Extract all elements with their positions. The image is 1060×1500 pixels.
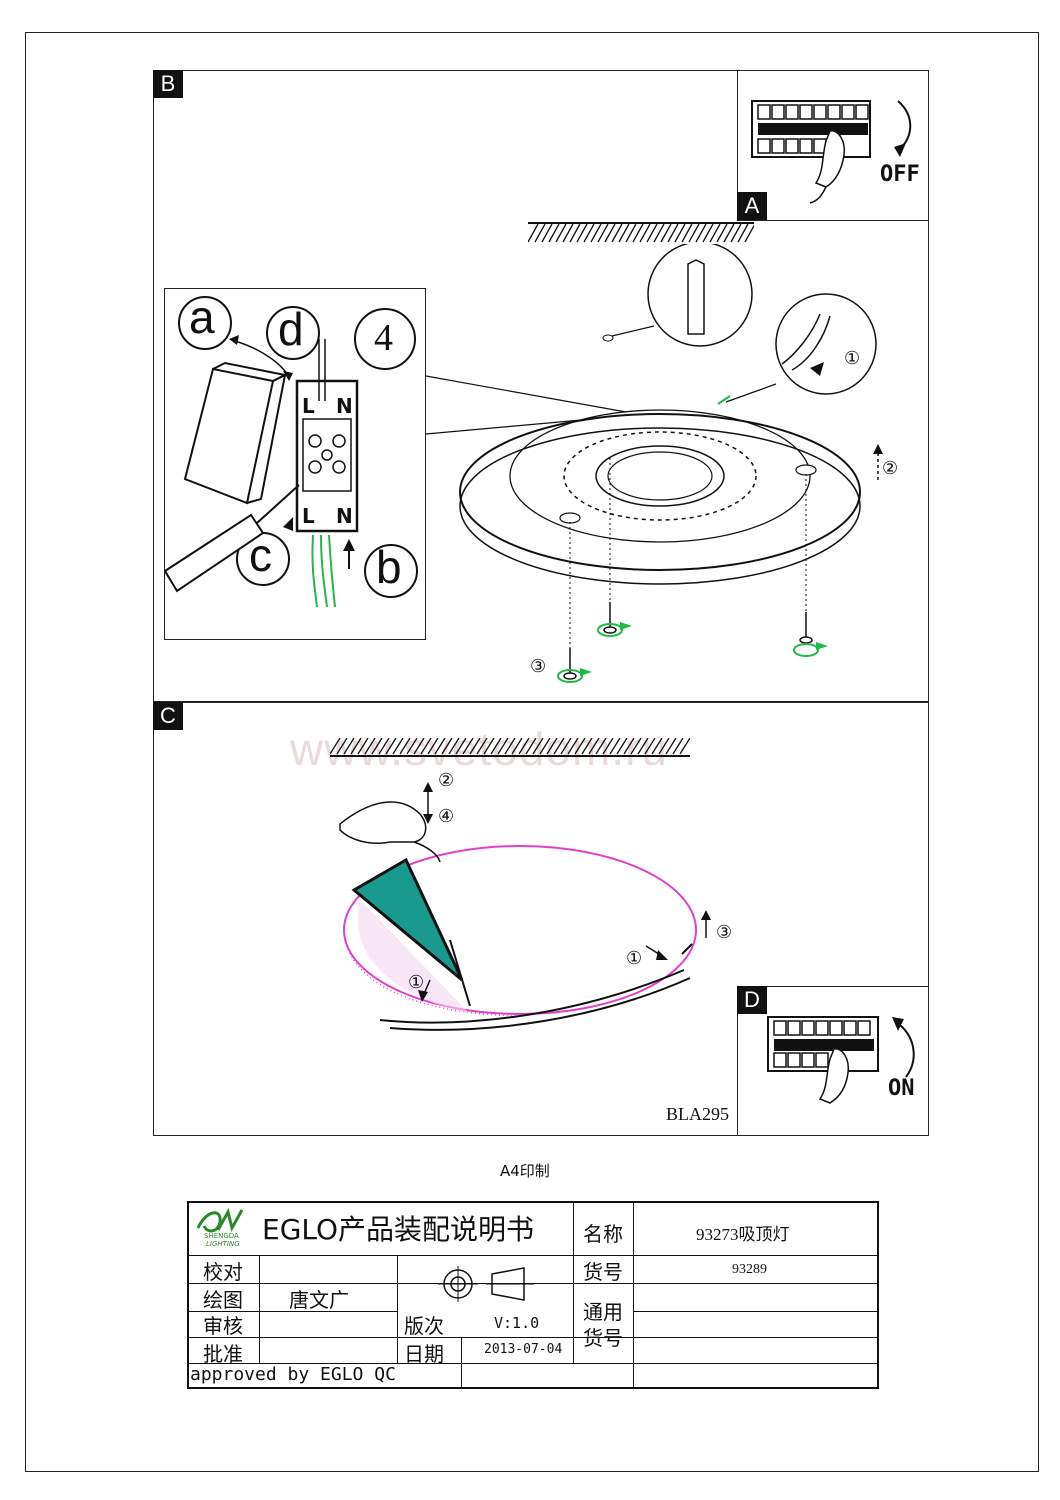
approved-note: approved by EGLO QC — [190, 1364, 396, 1385]
ceiling-hatch-top — [528, 222, 754, 243]
mount-step-1: ① — [844, 348, 861, 369]
watermark: www.svetodom.ru — [290, 723, 669, 775]
panel-b-tag: B — [153, 70, 183, 98]
model-code: BLA295 — [666, 1104, 729, 1124]
mount-step-2: ② — [882, 458, 899, 479]
draw-label: 绘图 — [203, 1290, 243, 1312]
wiring-step-number: 4 — [374, 317, 393, 359]
version-value: V:1.0 — [494, 1314, 540, 1332]
draw-value: 唐文广 — [289, 1290, 349, 1312]
wiring-detail-illustration — [165, 296, 418, 608]
cover-step-2: ② — [438, 770, 455, 791]
logo-text-1: SHENGDA — [204, 1232, 239, 1240]
terminal-top-left-label: L — [302, 394, 315, 418]
breaker-off-illustration — [751, 100, 912, 204]
wiring-letter-a: a — [189, 291, 215, 343]
terminal-top-right-label: N — [336, 394, 353, 418]
panel-a-tag: A — [737, 192, 767, 220]
item-label: 货号 — [583, 1262, 623, 1284]
lamp-base-illustration — [426, 244, 883, 683]
on-label: ON — [888, 1076, 915, 1101]
wiring-letter-c: c — [249, 529, 272, 581]
date-value: 2013-07-04 — [484, 1342, 563, 1357]
cover-install-illustration — [339, 782, 711, 1031]
panel-c-tag: C — [153, 702, 183, 730]
mount-step-3: ③ — [530, 656, 547, 677]
cover-step-1-right: ① — [626, 948, 643, 969]
panel-b — [153, 70, 929, 702]
date-label: 日期 — [404, 1344, 444, 1366]
cover-step-4: ④ — [438, 806, 455, 827]
check-label: 校对 — [203, 1262, 243, 1284]
document-title: EGLO产品装配说明书 — [262, 1213, 535, 1246]
wiring-letter-d: d — [278, 303, 304, 355]
ceiling-hatch-bottom — [330, 738, 690, 757]
panel-d-tag: D — [737, 986, 767, 1014]
name-value: 93273吸顶灯 — [696, 1225, 790, 1244]
breaker-on-illustration — [767, 1016, 915, 1104]
projection-symbol — [438, 1266, 534, 1302]
approve-label: 批准 — [203, 1344, 243, 1366]
version-label: 版次 — [404, 1316, 444, 1338]
terminal-bottom-left-label: L — [302, 504, 315, 528]
general-item-label-2: 货号 — [583, 1328, 623, 1350]
wiring-letter-b: b — [376, 541, 402, 593]
review-label: 审核 — [203, 1316, 243, 1338]
cover-step-3: ③ — [716, 922, 733, 943]
panel-c — [153, 702, 929, 1136]
cover-step-1-left: ① — [408, 972, 425, 993]
off-label: OFF — [880, 162, 920, 187]
item-value: 93289 — [732, 1262, 767, 1277]
logo-text-2: LIGHTING — [206, 1240, 240, 1248]
terminal-bottom-right-label: N — [336, 504, 353, 528]
page-border — [25, 32, 1039, 1472]
name-label: 名称 — [583, 1224, 623, 1246]
print-note: A4印制 — [500, 1162, 550, 1180]
general-item-label-1: 通用 — [583, 1302, 623, 1324]
company-logo — [196, 1207, 244, 1233]
